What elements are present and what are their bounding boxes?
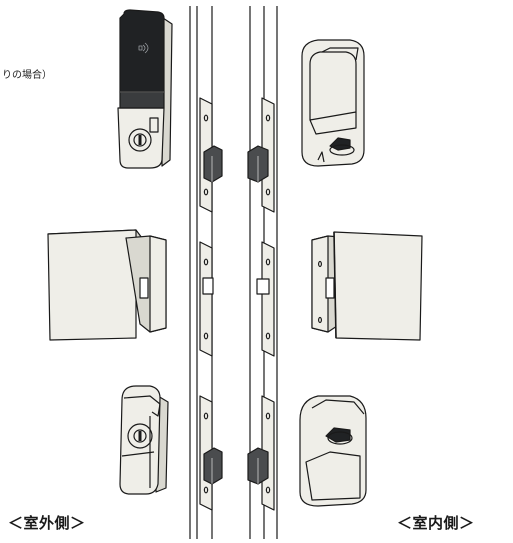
latch-left-top [203, 145, 223, 183]
outdoor-card-reader-unit [117, 9, 173, 169]
latch-left-bot [203, 447, 223, 485]
indoor-lever-handle [311, 231, 423, 341]
latch-right-top [247, 145, 269, 183]
outdoor-side-label: ＜室外側＞ [8, 514, 86, 532]
strike-plate-right-mid [261, 241, 275, 357]
key-cylinder-icon [127, 423, 153, 449]
key-card-icon [138, 42, 149, 54]
indoor-thumbturn-unit-top [301, 39, 365, 167]
latch-right-mid [256, 278, 270, 295]
thumb-turn-icon [325, 427, 353, 445]
thumb-turn-icon [329, 137, 355, 156]
outdoor-lever-handle [47, 229, 167, 341]
latch-right-bot [247, 447, 269, 485]
outdoor-compact-unit [119, 385, 169, 495]
usage-note: りの場合） [2, 70, 52, 81]
indoor-thumbturn-unit-bottom [299, 395, 367, 507]
key-cylinder-icon [128, 128, 152, 152]
indoor-side-label: ＜室内側＞ [397, 514, 475, 532]
strike-plate-left-mid [199, 241, 213, 357]
latch-left-mid [202, 277, 214, 295]
